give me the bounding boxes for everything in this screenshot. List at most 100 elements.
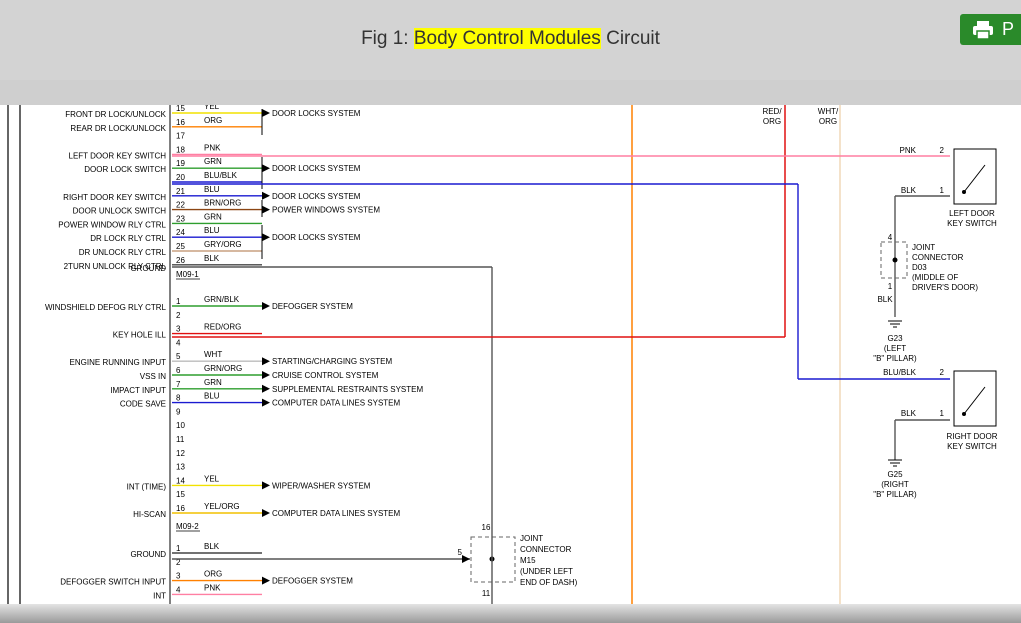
print-button[interactable]: P xyxy=(960,14,1021,45)
destination-label: DOOR LOCKS SYSTEM xyxy=(272,233,361,242)
pin-number: 18 xyxy=(176,145,185,154)
pin-number: 8 xyxy=(176,394,181,403)
wire-color-label: YEL/ORG xyxy=(204,502,240,511)
destination-label: DEFOGGER SYSTEM xyxy=(272,302,353,311)
left-switch-blade xyxy=(963,164,986,193)
right-door-key-switch xyxy=(953,370,997,427)
wire-color-label: BLU xyxy=(204,392,220,401)
pin-number: 7 xyxy=(176,380,181,389)
arrow xyxy=(262,398,270,407)
pin-number: 5 xyxy=(176,352,181,361)
joint-m15-pin-left: 5 xyxy=(458,548,463,557)
joint-d03-box xyxy=(880,241,908,279)
right-switch-name: KEY SWITCH xyxy=(947,442,997,451)
pin-number: 19 xyxy=(176,159,185,168)
arrow xyxy=(262,371,270,379)
destination-label: WIPER/WASHER SYSTEM xyxy=(272,481,371,490)
pin-number: 22 xyxy=(176,201,185,210)
pin-number: 13 xyxy=(176,463,185,472)
wire-label-red-org-2: ORG xyxy=(763,117,781,126)
joint-m15-text: END OF DASH) xyxy=(520,578,578,587)
joint-d03-text: JOINT xyxy=(912,243,935,252)
arrow xyxy=(262,302,270,310)
destination-label: SUPPLEMENTAL RESTRAINTS SYSTEM xyxy=(272,385,423,394)
arrow xyxy=(262,164,270,173)
pin-number: 17 xyxy=(176,132,185,141)
pin-label: VSS IN xyxy=(140,372,166,381)
left-switch-pin2: 1 xyxy=(940,186,945,195)
destination-label: STARTING/CHARGING SYSTEM xyxy=(272,357,392,366)
print-label: P xyxy=(1002,19,1015,39)
pin-label: DOOR UNLOCK SWITCH xyxy=(73,207,167,216)
left-switch-wire2: BLK xyxy=(901,186,917,195)
destination-label: DOOR LOCKS SYSTEM xyxy=(272,164,361,173)
pin-number: 11 xyxy=(176,435,185,444)
pin-label: DOOR LOCK SWITCH xyxy=(84,165,166,174)
pin-label: DR UNLOCK RLY CTRL xyxy=(79,248,167,257)
pin-number: 15 xyxy=(176,490,185,499)
joint-m15-pin-top: 16 xyxy=(482,523,491,532)
joint-d03-pin-top: 4 xyxy=(888,233,893,242)
right-switch-dot xyxy=(962,412,966,416)
ground-g25-text: G25 xyxy=(887,470,903,479)
arrow xyxy=(262,509,270,517)
pin-number: 4 xyxy=(176,585,181,594)
pin-label: RIGHT DOOR KEY SWITCH xyxy=(63,193,166,202)
wire-color-label: PNK xyxy=(204,143,221,152)
pin-label: WINDSHIELD DEFOG RLY CTRL xyxy=(45,303,167,312)
pin-label: DR LOCK RLY CTRL xyxy=(90,234,166,243)
right-switch-blade xyxy=(963,386,986,415)
pin-number: 10 xyxy=(176,421,185,430)
bottom-scroll-bar[interactable] xyxy=(0,604,1021,623)
pin-number: 25 xyxy=(176,242,185,251)
joint-d03-text: D03 xyxy=(912,263,927,272)
wire-label-wht-org: WHT/ xyxy=(818,107,839,116)
ground-g23-text: G23 xyxy=(887,334,903,343)
figure-title: Fig 1: Body Control Modules Circuit xyxy=(0,28,1021,50)
joint-d03-text: DRIVER'S DOOR) xyxy=(912,283,978,292)
joint-m15-text: JOINT xyxy=(520,534,543,543)
arrow xyxy=(262,357,270,366)
destination-label: DOOR LOCKS SYSTEM xyxy=(272,109,361,118)
arrow xyxy=(262,205,270,214)
pin-number: 9 xyxy=(176,407,181,416)
wire-label-wht-org-2: ORG xyxy=(819,117,837,126)
destination-label: POWER WINDOWS SYSTEM xyxy=(272,206,380,215)
pin-label: LEFT DOOR KEY SWITCH xyxy=(69,151,167,160)
pin-number: 3 xyxy=(176,572,181,581)
wire-color-label: BRN/ORG xyxy=(204,199,241,208)
pin-number: 6 xyxy=(176,366,181,375)
arrow xyxy=(262,481,270,490)
left-door-key-switch xyxy=(953,148,997,205)
left-switch-pin1: 2 xyxy=(940,146,945,155)
wire-color-label: GRN xyxy=(204,378,222,387)
right-switch-wire2: BLK xyxy=(901,409,917,418)
destination-label: COMPUTER DATA LINES SYSTEM xyxy=(272,509,401,518)
joint-d03-text: (MIDDLE OF xyxy=(912,273,958,282)
wire-color-label: BLU xyxy=(204,185,220,194)
joint-d03-text: CONNECTOR xyxy=(912,253,964,262)
pin-label: REAR DR LOCK/UNLOCK xyxy=(70,124,166,133)
pin-number: 26 xyxy=(176,256,185,265)
title-prefix: Fig 1: xyxy=(361,28,414,49)
wire-color-label: ORG xyxy=(204,570,222,579)
pin-label: 2TURN UNLOCK RLY CTRL xyxy=(64,262,167,271)
pin-number: 23 xyxy=(176,214,185,223)
pin-label: ENGINE RUNNING INPUT xyxy=(70,358,167,367)
connector-name-2: M09-2 xyxy=(176,522,199,531)
pin-number: 4 xyxy=(176,338,181,347)
joint-d03-pin-bottom: 1 xyxy=(888,282,893,291)
wire-color-label: BLU xyxy=(204,226,220,235)
arrow xyxy=(262,576,270,585)
pin-label: HI-SCAN xyxy=(133,510,166,519)
wire-color-label: BLK xyxy=(204,254,220,263)
figure-header: Fig 1: Body Control Modules Circuit P xyxy=(0,0,1021,80)
destination-label: DEFOGGER SYSTEM xyxy=(272,577,353,586)
right-switch-pin1: 2 xyxy=(940,368,945,377)
wire-color-label: BLU/BLK xyxy=(204,171,238,180)
arrow xyxy=(262,191,270,200)
ground-g25-text: "B" PILLAR) xyxy=(873,490,917,499)
pin-number: 1 xyxy=(176,297,181,306)
